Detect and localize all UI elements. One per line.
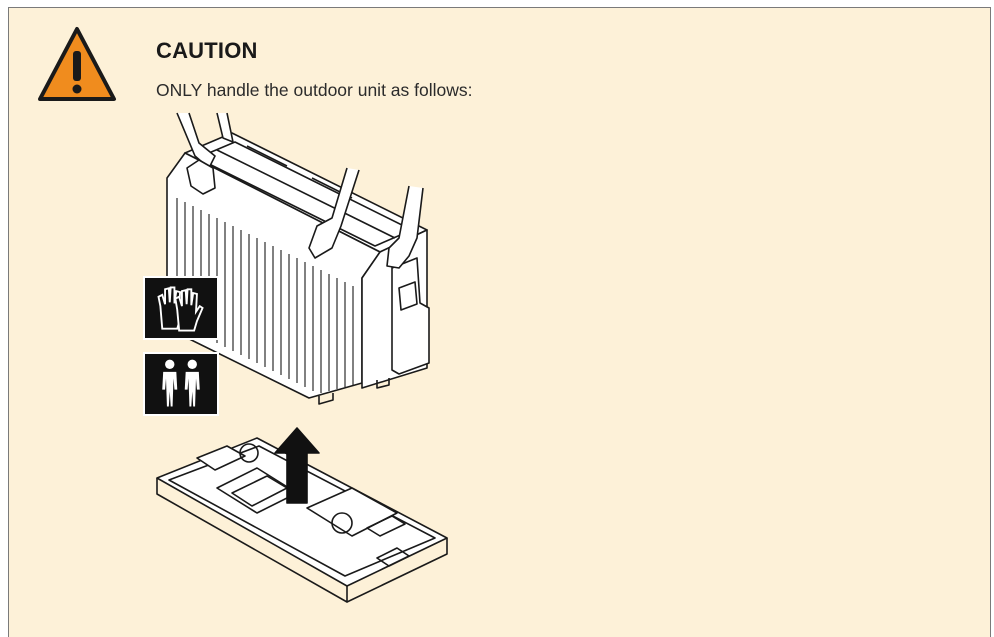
gloves-pictogram [143, 276, 219, 340]
two-persons-icon [145, 354, 217, 414]
caution-panel: CAUTION ONLY handle the outdoor unit as … [8, 7, 991, 637]
two-persons-pictogram [143, 352, 219, 416]
caution-instruction: ONLY handle the outdoor unit as follows: [156, 80, 473, 101]
gloves-icon [145, 278, 217, 338]
warning-triangle-icon [37, 25, 117, 105]
caution-heading: CAUTION [156, 38, 258, 64]
